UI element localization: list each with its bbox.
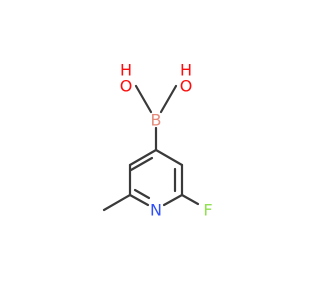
molecule-diagram: O H O H B N F bbox=[102, 61, 213, 220]
bonds bbox=[102, 84, 200, 212]
atom-boron: B bbox=[151, 111, 162, 130]
atom-labels: O H O H B N F bbox=[120, 61, 213, 220]
bond-b-o-left bbox=[134, 84, 153, 114]
bond-c6-f bbox=[180, 193, 200, 206]
bond-c4-c3 bbox=[128, 148, 158, 167]
atom-h-right: H bbox=[180, 61, 192, 80]
bond-b-o-right bbox=[159, 84, 178, 114]
bond-c2-n bbox=[128, 193, 150, 207]
atom-o-right: O bbox=[180, 77, 193, 96]
atom-o-left: O bbox=[120, 77, 133, 96]
atom-nitrogen: N bbox=[150, 201, 162, 220]
atom-fluorine: F bbox=[203, 201, 212, 220]
bond-c3-c3-double bbox=[129, 156, 154, 172]
atom-h-left: H bbox=[120, 61, 132, 80]
bond-c2-methyl bbox=[102, 193, 132, 212]
bond-n-c6 bbox=[162, 193, 184, 207]
bond-c2-n-double bbox=[133, 188, 151, 200]
bond-c5-c4 bbox=[154, 148, 184, 167]
